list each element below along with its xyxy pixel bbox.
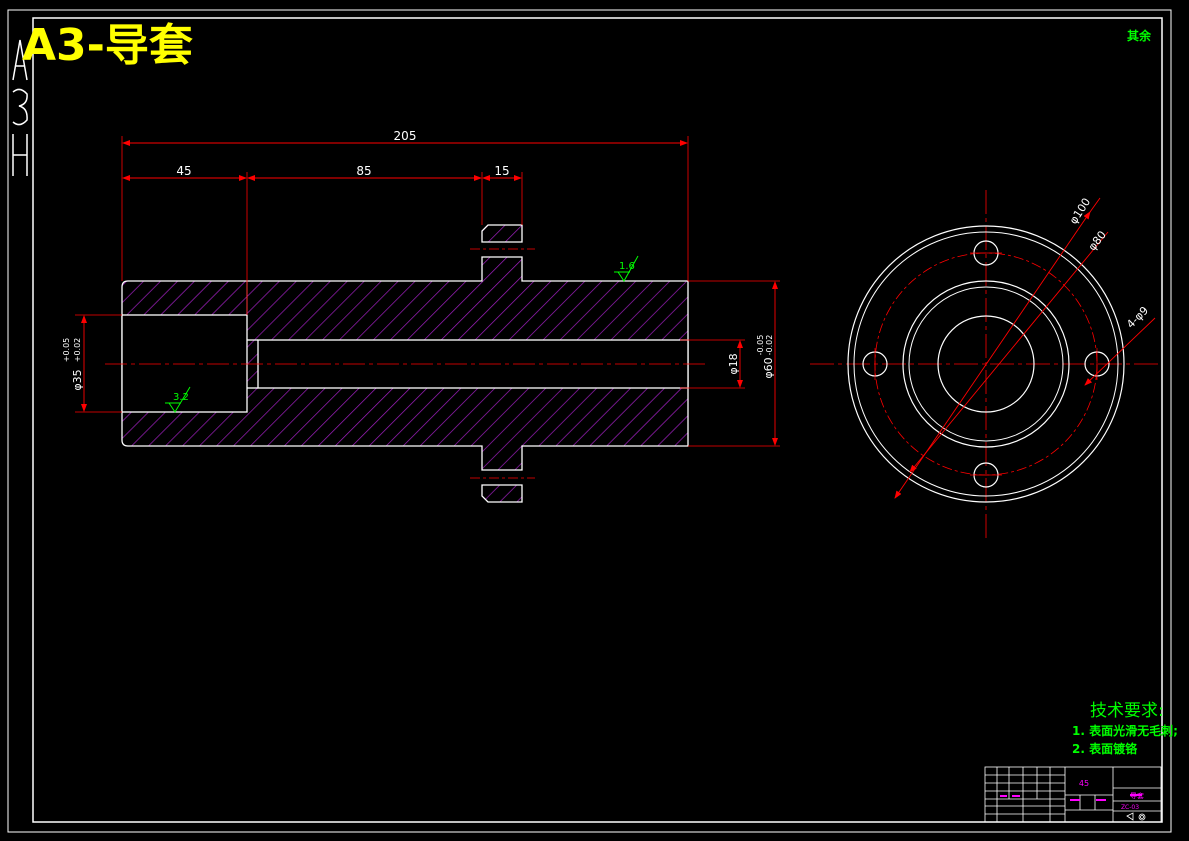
roughness-symbol-top xyxy=(614,255,639,282)
dim-outer-tol-upper: -0.05 xyxy=(756,335,765,356)
dim-flange-dia: φ100 xyxy=(1067,196,1093,227)
dim-bore-dia: φ35 xyxy=(71,369,84,390)
dim-outer-dia: φ60 xyxy=(762,357,775,378)
dim-outer-tol-lower: -0.02 xyxy=(765,335,774,356)
dim-holes: 4-φ9 xyxy=(1124,304,1151,331)
flange-bottom xyxy=(481,484,523,503)
technical-notes: 技术要求: 1. 表面光滑无毛刺; 2. 表面镀铬 xyxy=(1072,701,1178,756)
inner-border xyxy=(32,17,1163,823)
dim-seg-1: 45 xyxy=(176,164,191,178)
end-view: φ100 φ80 4-φ9 xyxy=(810,190,1160,538)
notes-item-1: 1. 表面光滑无毛刺; xyxy=(1072,723,1178,738)
roughness-bore-value: 3.2 xyxy=(173,392,189,403)
outer-border xyxy=(7,9,1172,833)
section-view: 205 45 85 15 φ60 -0.05 -0.02 φ18 φ35 +0.… xyxy=(62,129,780,503)
notes-heading: 技术要求: xyxy=(1090,701,1164,721)
flange-top xyxy=(481,224,523,243)
roughness-symbol-bore xyxy=(165,386,191,413)
dim-inner-dia: φ18 xyxy=(727,353,740,374)
dim-bore-tol-lower: +0.02 xyxy=(73,338,82,363)
size-tag-vertical xyxy=(12,39,28,176)
notes-item-2: 2. 表面镀铬 xyxy=(1072,741,1138,756)
dim-seg-2: 85 xyxy=(356,164,371,178)
drawing-title: A3-导套 xyxy=(22,20,193,71)
title-block-material: 45 xyxy=(1079,779,1089,788)
dim-pcd-dia: φ80 xyxy=(1086,228,1109,253)
title-block-part-name: 导套 xyxy=(1130,791,1144,800)
title-block-drawing-no: ZC-03 xyxy=(1121,804,1139,811)
corner-mark: 其余 xyxy=(1127,28,1152,43)
dim-bore-tol-upper: +0.05 xyxy=(62,338,71,363)
title-block xyxy=(984,766,1162,823)
dim-overall-length: 205 xyxy=(394,129,417,143)
title-block-glyphs xyxy=(1000,794,1142,801)
projection-symbol xyxy=(1126,812,1146,821)
roughness-top-value: 1.6 xyxy=(619,261,635,272)
dim-seg-3: 15 xyxy=(494,164,509,178)
